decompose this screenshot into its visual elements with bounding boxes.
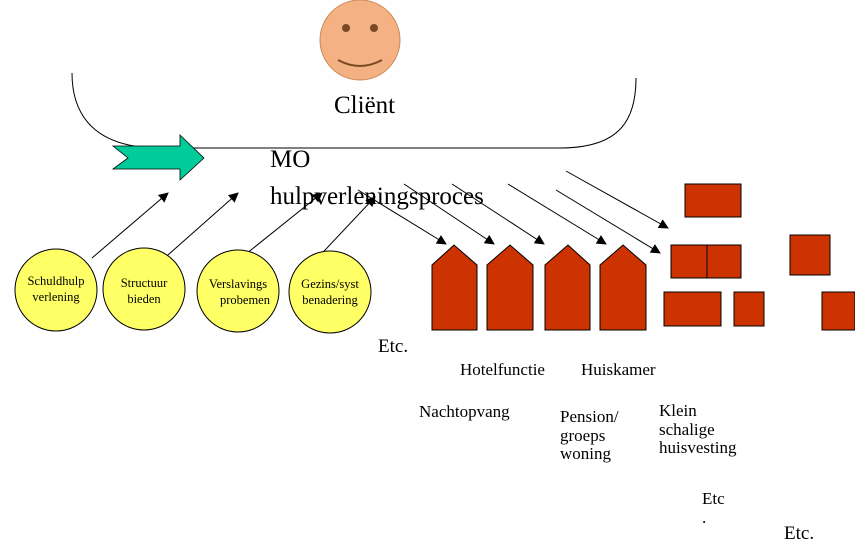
- block-5: [733, 291, 765, 327]
- service-label-line: benadering: [302, 293, 358, 307]
- service-circles: [14, 247, 372, 334]
- service-label-line: bieden: [127, 292, 161, 306]
- service-label-schuldhulp: Schuldhulp verlening: [15, 270, 97, 310]
- client-label: Cliënt: [334, 92, 396, 119]
- label-etc-1-line2: .: [702, 507, 707, 527]
- arrow-to-house-1: [357, 189, 447, 245]
- house-hotelfunctie: [486, 244, 534, 331]
- service-label-line: Schuldhulp: [27, 274, 85, 289]
- service-label-gezins: Gezins/syst benadering: [289, 276, 371, 310]
- label-hotelfunctie: Hotelfunctie: [460, 360, 545, 379]
- arrow-schuldhulp: [91, 192, 169, 259]
- label-pension-line1: Pension/: [560, 407, 619, 426]
- service-label-line: Gezins/syst: [301, 277, 359, 292]
- service-label-line: probemen: [220, 293, 270, 307]
- label-pension-line2: groeps: [560, 425, 606, 445]
- service-label-structuur: Structuur bieden: [103, 276, 185, 308]
- label-kleinschalig: Klein schalige huisvesting: [659, 401, 737, 458]
- service-label-line: verlening: [32, 290, 80, 304]
- arrow-to-buildings-2: [565, 170, 669, 229]
- housing-arrows: [357, 170, 669, 254]
- arrow-to-buildings-1: [555, 189, 661, 254]
- label-klein-line1: Klein: [659, 401, 697, 420]
- flow-arrow: [111, 134, 205, 181]
- service-circle-verslavings: [196, 249, 280, 333]
- label-etc-2: Etc.: [784, 523, 815, 544]
- client-face-icon: [319, 0, 401, 81]
- block-3: [706, 244, 742, 279]
- house-pension: [544, 244, 591, 331]
- service-circle-schuldhulp: [14, 248, 98, 332]
- services-etc-label: Etc.: [378, 336, 409, 357]
- label-klein-line3: huisvesting: [659, 438, 737, 458]
- label-pension-line3: woning: [560, 444, 611, 464]
- arrow-to-house-2: [403, 183, 495, 245]
- block-2: [670, 244, 708, 279]
- houses: [431, 244, 647, 331]
- label-etc-1-line1: Etc: [702, 489, 725, 508]
- label-huiskamer: Huiskamer: [581, 360, 656, 379]
- arrow-verslavings: [235, 192, 323, 263]
- label-pension: Pension/ groeps woning: [560, 407, 619, 464]
- house-huiskamer: [599, 244, 647, 331]
- service-label-line: Structuur: [120, 276, 168, 291]
- service-label-line: Verslavings: [208, 277, 268, 292]
- buildings: [663, 183, 855, 331]
- block-4: [663, 291, 722, 327]
- block-7: [821, 291, 855, 331]
- label-etc-1: Etc .: [702, 489, 725, 527]
- label-nachtopvang: Nachtopvang: [419, 402, 510, 421]
- house-nachtopvang: [431, 244, 478, 331]
- service-circle-structuur: [102, 247, 186, 331]
- arrow-to-house-4: [507, 183, 607, 245]
- arrow-structuur: [159, 192, 239, 263]
- arrow-to-house-3: [451, 183, 545, 245]
- service-label-verslavings: Verslavings probemen: [197, 276, 279, 310]
- process-title-line2: hulpverleningsproces: [270, 183, 484, 210]
- block-1: [684, 183, 742, 218]
- process-title-line1: MO: [270, 146, 311, 173]
- service-circle-gezins: [288, 250, 372, 334]
- block-6: [789, 234, 831, 276]
- label-klein-line2: schalige: [659, 419, 715, 439]
